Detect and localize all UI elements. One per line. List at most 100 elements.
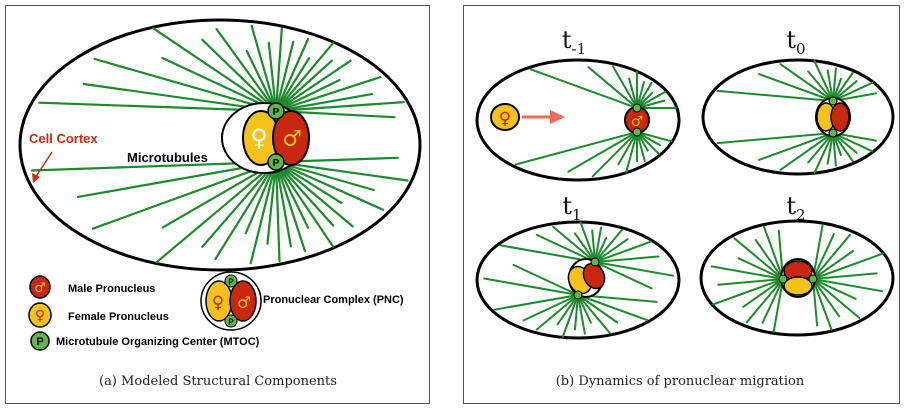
microtubule bbox=[38, 101, 278, 113]
panel-a-caption: (a) Modeled Structural Components bbox=[99, 374, 337, 389]
microtubule bbox=[587, 66, 638, 109]
microtubule bbox=[274, 40, 295, 113]
microtubule bbox=[594, 240, 652, 263]
microtubule bbox=[577, 294, 611, 334]
microtubule bbox=[832, 132, 837, 167]
microtubule bbox=[612, 65, 638, 109]
legend-female-icon bbox=[28, 302, 52, 328]
microtubule bbox=[215, 28, 278, 113]
microtubule bbox=[535, 294, 579, 331]
microtubule bbox=[155, 160, 278, 264]
male-pronucleus bbox=[272, 110, 310, 166]
microtubule bbox=[274, 59, 352, 113]
microtubule bbox=[274, 160, 306, 252]
microtubule bbox=[577, 294, 619, 324]
microtubule bbox=[772, 278, 784, 333]
microtubule bbox=[716, 132, 834, 145]
microtubule bbox=[812, 272, 878, 280]
microtubule bbox=[636, 90, 666, 109]
microtubule bbox=[274, 160, 335, 248]
microtubule-aster bbox=[716, 60, 877, 174]
microtubule bbox=[832, 71, 854, 102]
frame-label-t0: t0 bbox=[786, 26, 805, 58]
microtubule bbox=[711, 278, 784, 306]
microtubule bbox=[716, 89, 834, 102]
microtubule bbox=[274, 160, 335, 227]
microtubule bbox=[529, 68, 638, 109]
microtubule bbox=[737, 257, 784, 280]
microtubule bbox=[832, 67, 837, 102]
microtubule bbox=[812, 278, 841, 318]
microtubule bbox=[201, 38, 278, 113]
microtubule bbox=[812, 233, 835, 280]
svg-text:♂: ♂ bbox=[34, 281, 46, 296]
microtubule bbox=[636, 131, 673, 143]
female-pronucleus bbox=[490, 103, 520, 131]
legend-pnc-label: Pronuclear Complex (PNC) bbox=[263, 294, 404, 306]
microtubule bbox=[274, 92, 374, 113]
female-pronucleus bbox=[783, 276, 813, 296]
legend: ♂ Male Pronucleus ♀ Female Pronucleus P … bbox=[28, 271, 404, 351]
panel-a: ♀ ♂ P P Cell Cortex Microtubules ♂ Male … bbox=[18, 18, 422, 389]
mtoc-top bbox=[267, 102, 285, 120]
microtubule bbox=[522, 294, 579, 322]
microtubule bbox=[625, 131, 638, 174]
microtubule bbox=[274, 160, 385, 211]
microtubule bbox=[512, 263, 579, 296]
microtubule bbox=[717, 278, 784, 286]
microtubule bbox=[274, 56, 311, 113]
microtubule bbox=[628, 77, 638, 109]
frame-t-minus-1: ♀ ♂ bbox=[475, 58, 681, 182]
microtubule bbox=[812, 278, 861, 319]
microtubule bbox=[594, 238, 629, 263]
microtubule bbox=[762, 225, 784, 280]
microtubule bbox=[594, 226, 603, 263]
microtubule bbox=[761, 278, 784, 324]
microtubule bbox=[483, 277, 579, 296]
svg-text:P: P bbox=[228, 278, 234, 287]
svg-text:P: P bbox=[228, 318, 234, 327]
microtubule bbox=[152, 27, 278, 113]
microtubule bbox=[244, 160, 278, 235]
microtubule bbox=[577, 294, 586, 335]
microtubule bbox=[91, 160, 278, 230]
female-symbol: ♀ bbox=[250, 124, 268, 152]
microtubule bbox=[274, 37, 310, 113]
microtubule bbox=[250, 24, 278, 113]
svg-text:P: P bbox=[273, 107, 280, 118]
microtubule bbox=[710, 265, 784, 280]
microtubule bbox=[617, 131, 638, 166]
microtubule bbox=[214, 160, 278, 261]
legend-mtoc-icon bbox=[30, 331, 50, 351]
microtubule bbox=[812, 278, 884, 293]
microtubule bbox=[807, 132, 834, 164]
microtubule bbox=[758, 132, 834, 161]
svg-text:♀: ♀ bbox=[212, 293, 224, 313]
microtubule bbox=[274, 160, 354, 228]
cell-cortex-label: Cell Cortex bbox=[29, 131, 98, 146]
microtubule bbox=[591, 229, 596, 263]
svg-text:P: P bbox=[36, 336, 43, 348]
microtubule bbox=[779, 63, 834, 102]
microtubule bbox=[733, 237, 784, 280]
microtubule bbox=[274, 160, 310, 229]
svg-text:♂: ♂ bbox=[237, 293, 251, 312]
frame-label-t1: t1 bbox=[562, 192, 581, 224]
microtubule-aster-lower bbox=[30, 156, 409, 265]
svg-text:♀: ♀ bbox=[499, 109, 511, 129]
microtubule bbox=[201, 160, 278, 248]
frame-t1 bbox=[475, 220, 681, 340]
microtubule bbox=[561, 294, 579, 338]
pronuclear-complex: ♀ ♂ P P bbox=[221, 102, 310, 174]
microtubule bbox=[161, 56, 278, 113]
microtubule bbox=[745, 278, 784, 324]
microtubule bbox=[813, 132, 834, 174]
legend-pnc-icon: ♀ ♂ P P bbox=[200, 271, 262, 331]
microtubule bbox=[579, 221, 596, 263]
microtubule bbox=[93, 57, 278, 113]
svg-text:♂: ♂ bbox=[631, 114, 644, 130]
microtubule bbox=[832, 81, 874, 102]
cell-cortex-arrow bbox=[34, 151, 53, 179]
microtubule bbox=[812, 278, 857, 300]
